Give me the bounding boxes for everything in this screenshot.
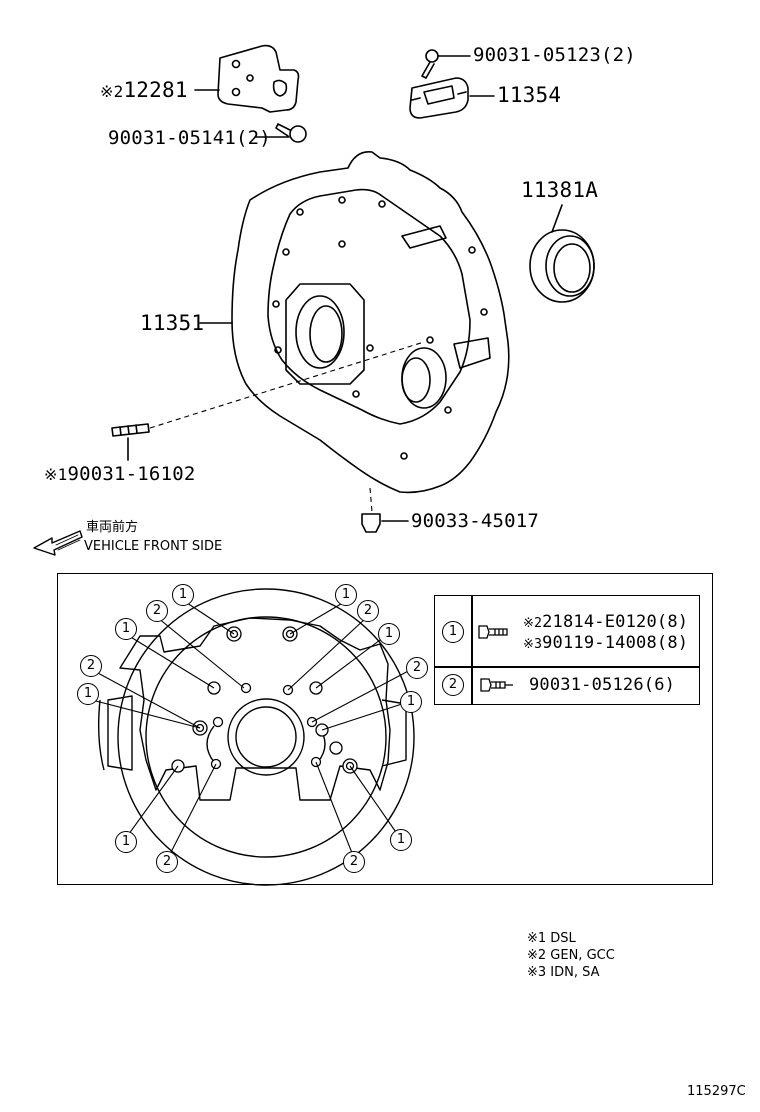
callout-circle-2: 2 [156,851,178,873]
part-number: 21814-E0120(8) [542,612,689,632]
callout-number: 2 [162,854,172,869]
figure-id: 115297C [687,1084,746,1099]
label-11351: 11351 [140,311,205,335]
callout-circle-1: 1 [378,623,400,645]
direction-label-en: VEHICLE FRONT SIDE [84,539,223,554]
callout-number: 2 [86,658,96,673]
label-90031-05123: 90031-05123(2) [473,44,636,66]
callout-circle-2: 2 [357,600,379,622]
callout-number: 1 [178,587,188,602]
callout-number: 1 [121,834,131,849]
note-mark: ※3 [523,637,543,652]
label-11354: 11354 [497,83,562,107]
callout-circle-2: 2 [343,851,365,873]
part-entry: 90031-05126(6) [529,675,675,695]
mount-11354 [409,77,469,119]
callout-circle-1: 1 [115,618,137,640]
label-11381A: 11381A [521,178,599,202]
row-key: 1 [448,624,458,639]
label-90031-05141: 90031-05141(2) [108,127,271,149]
callout-circle-2: 2 [406,657,428,679]
note-mark: ※1 [44,465,68,484]
callout-number: 1 [83,686,93,701]
label-90033-45017: 90033-45017 [411,510,540,532]
callout-number: 1 [121,621,131,636]
part-entry: ※390119-14008(8) [523,633,688,655]
label-90031-16102: ※190031-16102 [44,464,195,485]
callout-circle-1: 1 [77,683,99,705]
direction-label-jp: 車両前方 [86,520,139,535]
bolt-table: 1 ※221814-E0120(8) ※390119-14008(8) 2 90… [434,595,700,705]
note-mark: ※2 [523,616,543,631]
note-line: ※3 IDN, SA [527,965,600,980]
row-key-circle: 2 [442,674,464,696]
row-key: 2 [448,677,458,692]
plug-45017 [361,513,381,533]
callout-circle-2: 2 [146,600,168,622]
part-number: 12281 [123,78,188,102]
callout-circle-1: 1 [390,829,412,851]
callout-circle-1: 1 [115,831,137,853]
note-line: ※2 GEN, GCC [527,948,615,963]
bracket-12281 [217,44,300,113]
housing-11351 [231,151,510,494]
bolt-location-inset [57,573,713,885]
callout-number: 2 [363,603,373,618]
part-number: 90031-05126(6) [529,675,676,695]
callout-circle-1: 1 [400,691,422,713]
callout-number: 2 [349,854,359,869]
callout-number: 2 [412,660,422,675]
table-row: 2 90031-05126(6) [435,667,699,704]
callout-number: 1 [406,694,416,709]
bolt-icon [478,625,508,639]
notes: ※1 DSL ※2 GEN, GCC ※3 IDN, SA [527,931,615,980]
bolt-icon [480,678,513,692]
callout-number: 1 [384,626,394,641]
part-number: 90031-16102 [67,463,196,485]
table-divider-vertical [471,596,473,704]
note-mark: ※2 [100,82,124,101]
part-number: 90119-14008(8) [542,633,689,653]
callout-circle-1: 1 [172,584,194,606]
callout-number: 1 [341,587,351,602]
table-row: 1 ※221814-E0120(8) ※390119-14008(8) [435,596,699,666]
part-entry: ※221814-E0120(8) [523,612,688,634]
callout-circle-2: 2 [80,655,102,677]
table-divider-horizontal [435,666,699,668]
front-arrow [33,530,83,556]
callout-circle-1: 1 [335,584,357,606]
callout-number: 1 [396,832,406,847]
callout-number: 2 [152,603,162,618]
label-12281: ※212281 [100,80,188,102]
bolt-05141 [289,125,307,143]
note-line: ※1 DSL [527,931,576,946]
row-key-circle: 1 [442,621,464,643]
